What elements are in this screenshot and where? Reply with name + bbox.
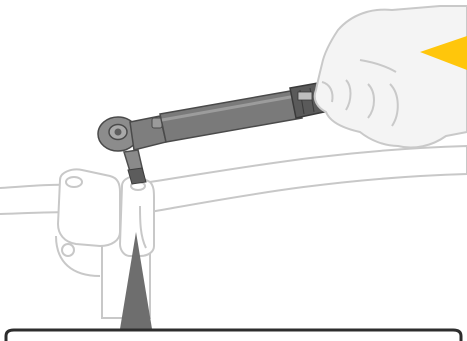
ground-bar: [0, 330, 467, 341]
handlebar-right: [150, 146, 467, 212]
hand-icon: [315, 6, 467, 148]
